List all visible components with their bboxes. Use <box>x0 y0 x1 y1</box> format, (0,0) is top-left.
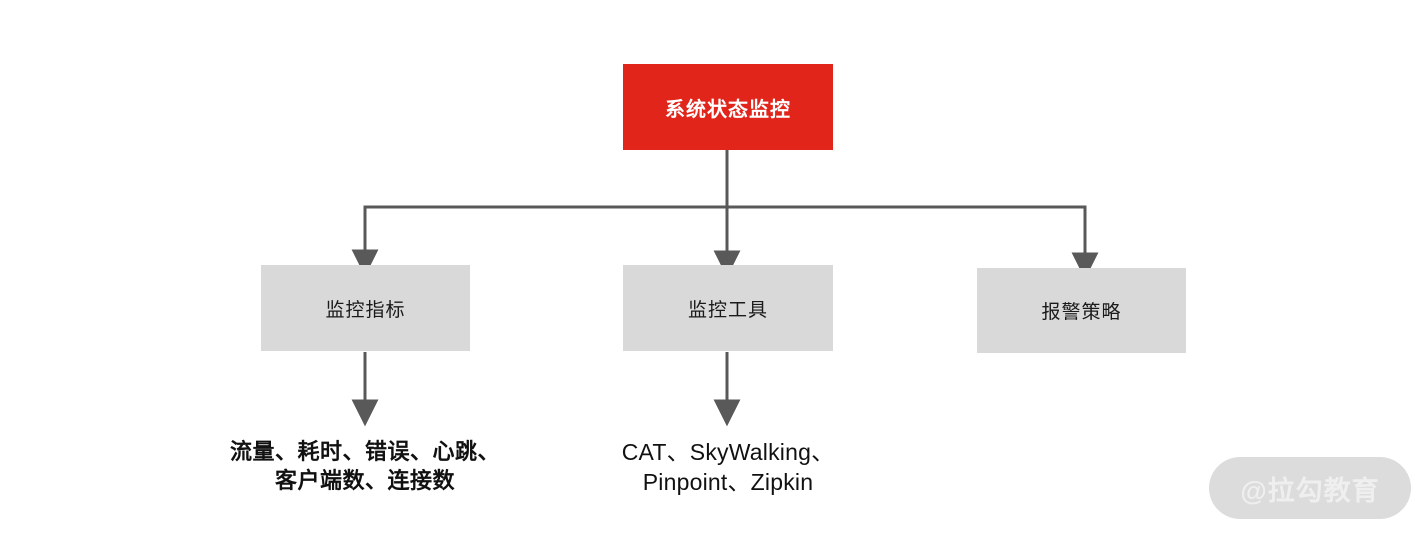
leaf-tools-line-2: Pinpoint、Zipkin <box>642 469 814 496</box>
leaf-tools-line-1: CAT、SkyWalking、 <box>621 439 835 465</box>
leaf-metrics-line-1: 流量、耗时、错误、心跳、 <box>229 439 500 464</box>
node-branch-alert-strategy[interactable]: 报警策略 <box>977 268 1186 353</box>
node-branch-monitoring-metrics[interactable]: 监控指标 <box>261 265 470 351</box>
leaf-monitoring-metrics-items: 流量、耗时、错误、心跳、 客户端数、连接数 <box>185 437 545 495</box>
leaf-metrics-line-2: 客户端数、连接数 <box>274 468 455 494</box>
node-root-system-status-monitoring[interactable]: 系统状态监控 <box>623 64 833 150</box>
watermark-badge: @拉勾教育 <box>1209 457 1411 519</box>
leaf-monitoring-tools-items: CAT、SkyWalking、 Pinpoint、Zipkin <box>568 437 888 498</box>
node-branch-monitoring-tools[interactable]: 监控工具 <box>623 265 833 351</box>
